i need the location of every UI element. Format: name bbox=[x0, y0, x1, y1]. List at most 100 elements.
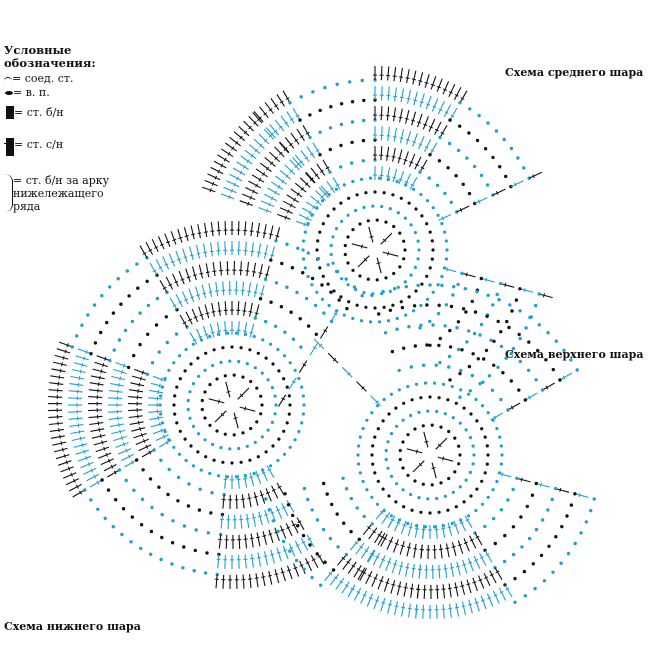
chain-dot bbox=[203, 368, 207, 372]
stitch-crossbar bbox=[212, 270, 217, 272]
stitch bbox=[377, 532, 386, 546]
stitch bbox=[253, 138, 265, 150]
stitch-crossbar bbox=[250, 250, 255, 253]
stitch-crossbar bbox=[361, 386, 365, 390]
chain-dot bbox=[263, 277, 268, 282]
chain-dot bbox=[523, 398, 527, 402]
stitch bbox=[244, 534, 248, 549]
chain-dot bbox=[501, 371, 505, 375]
chain-dot bbox=[106, 488, 111, 492]
stitch-crossbar bbox=[283, 147, 288, 151]
chain-dot bbox=[335, 269, 340, 274]
stitch-crossbar bbox=[419, 101, 424, 104]
chain-dot bbox=[301, 271, 305, 275]
stitch bbox=[574, 493, 589, 498]
legend-text: = соед. ст. bbox=[12, 72, 74, 85]
chain-dot bbox=[498, 435, 502, 439]
chain-dot bbox=[487, 374, 492, 378]
stitch-crossbar bbox=[122, 363, 126, 368]
chain-dot bbox=[138, 342, 142, 347]
chain-dot bbox=[146, 332, 150, 336]
stitch bbox=[275, 175, 288, 185]
stitch-crossbar bbox=[59, 434, 61, 439]
chain-dot bbox=[362, 514, 366, 519]
stitch-crossbar bbox=[304, 156, 309, 160]
stitch bbox=[201, 284, 207, 299]
chain-dot bbox=[464, 428, 468, 432]
chain-dot bbox=[204, 455, 208, 459]
stitch-crossbar bbox=[289, 117, 294, 121]
stitch-crossbar bbox=[209, 250, 214, 253]
stitch-crossbar bbox=[211, 311, 216, 313]
stitch bbox=[270, 549, 275, 564]
stitch bbox=[474, 197, 488, 204]
chain-dot bbox=[389, 474, 394, 478]
stitch-crossbar bbox=[257, 515, 263, 518]
chain-dot bbox=[399, 196, 403, 200]
chain-dot bbox=[485, 444, 489, 448]
stitch bbox=[559, 372, 573, 381]
stitch-crossbar bbox=[323, 329, 328, 333]
stitch bbox=[392, 107, 397, 122]
stitch-crossbar bbox=[231, 146, 235, 151]
stitch bbox=[138, 444, 152, 452]
stitch-crossbar bbox=[495, 570, 500, 574]
chain-dot bbox=[328, 126, 333, 130]
stitch bbox=[380, 146, 383, 161]
stitch bbox=[245, 187, 259, 195]
chain-dot bbox=[449, 304, 454, 309]
chain-dot bbox=[175, 385, 179, 389]
chain-dot bbox=[371, 444, 375, 448]
chain-dot bbox=[253, 366, 257, 370]
chain-dot bbox=[332, 207, 336, 211]
stitch bbox=[279, 169, 292, 180]
chain-dot bbox=[527, 340, 531, 344]
stitch-crossbar bbox=[79, 490, 82, 495]
chain-dot bbox=[486, 495, 490, 499]
stitch bbox=[405, 562, 409, 577]
chain-dot bbox=[526, 368, 531, 372]
stitch-crossbar bbox=[244, 406, 247, 411]
stitch bbox=[455, 602, 460, 617]
stitch bbox=[431, 98, 439, 112]
stitch-crossbar bbox=[293, 566, 298, 570]
stitch-crossbar bbox=[542, 293, 545, 298]
stitch-crossbar bbox=[312, 205, 316, 209]
stitch bbox=[445, 543, 450, 558]
stitch-crossbar bbox=[139, 376, 142, 381]
chain-dot bbox=[108, 285, 112, 289]
stitch-crossbar bbox=[301, 541, 306, 544]
chain-dot bbox=[449, 200, 453, 204]
chain-dot bbox=[416, 283, 420, 288]
stitch-crossbar bbox=[460, 97, 465, 100]
stitch-crossbar bbox=[385, 514, 389, 518]
stitch-crossbar bbox=[379, 510, 384, 515]
stitch bbox=[131, 427, 146, 432]
stitch bbox=[243, 322, 248, 337]
stitch bbox=[109, 423, 124, 428]
stitch bbox=[257, 552, 262, 567]
top-ball-chart bbox=[264, 283, 596, 619]
stitch-crossbar bbox=[100, 369, 103, 374]
stitch bbox=[56, 348, 71, 354]
chain-dot bbox=[163, 376, 167, 381]
chain-dot bbox=[507, 325, 511, 330]
stitch bbox=[284, 137, 295, 149]
chain-dot bbox=[406, 433, 410, 437]
stitch-crossbar bbox=[461, 605, 466, 608]
stitch bbox=[256, 532, 261, 547]
chain-dot bbox=[409, 273, 413, 277]
chain-dot bbox=[551, 367, 555, 372]
stitch bbox=[197, 224, 201, 239]
stitch bbox=[422, 116, 430, 130]
chain-dot bbox=[311, 90, 315, 94]
chain-dot bbox=[225, 331, 230, 335]
chain-dot bbox=[279, 305, 284, 309]
chain-dot bbox=[321, 527, 326, 532]
stitch-crossbar bbox=[118, 383, 120, 388]
chain-dot bbox=[499, 462, 503, 466]
stitch-crossbar bbox=[196, 252, 201, 255]
stitch-crossbar bbox=[190, 233, 196, 236]
legend-title: Условные обозначения: bbox=[4, 43, 96, 70]
chain-dot bbox=[406, 384, 410, 389]
